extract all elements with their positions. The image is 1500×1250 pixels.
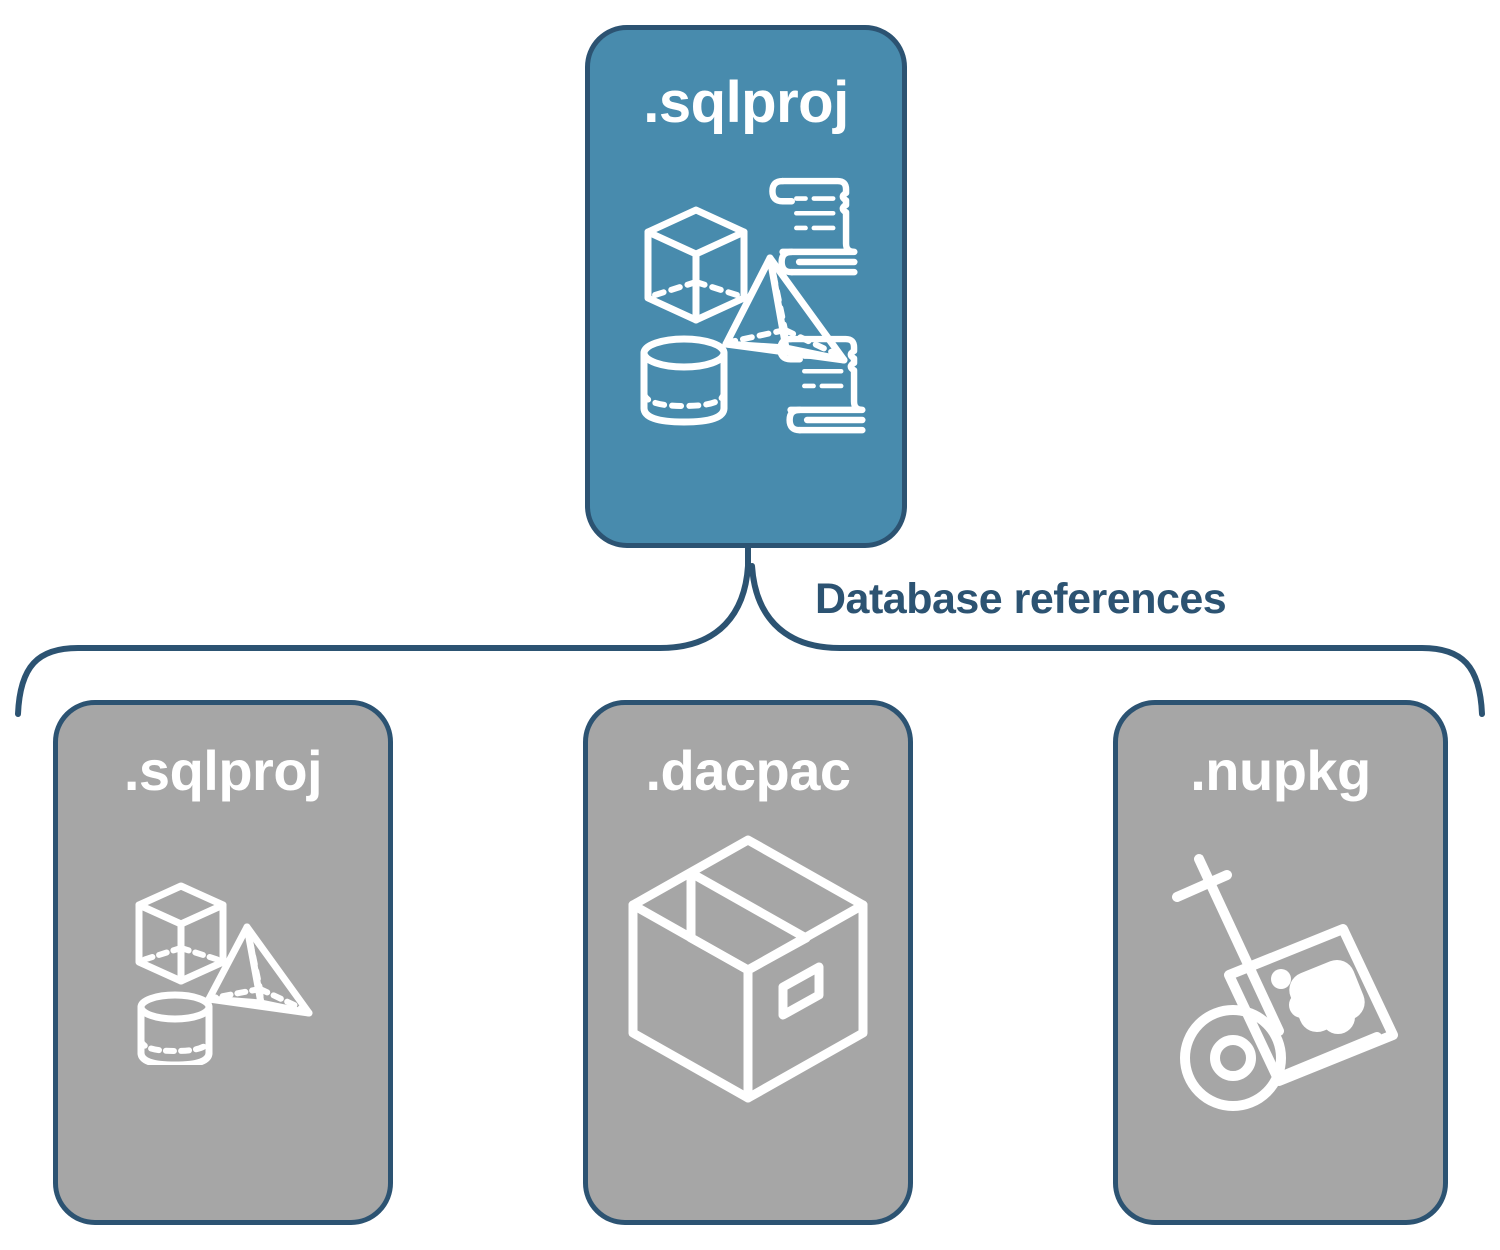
cube-wireframe-icon <box>644 206 748 324</box>
database-objects-icon <box>135 882 313 1065</box>
reference-dacpac-icon-group <box>588 835 908 1105</box>
node-reference-nupkg-label: .nupkg <box>1190 739 1371 802</box>
scroll-script-icon-bottom <box>777 335 866 434</box>
brace-label-database-references: Database references <box>815 575 1227 623</box>
hand-truck-package-icon <box>1171 854 1398 1111</box>
cube-wireframe-icon <box>135 882 227 985</box>
node-reference-nupkg[interactable]: .nupkg <box>1113 700 1448 1225</box>
reference-nupkg-icon-group <box>1118 853 1443 1123</box>
nuget-glyph-icon <box>1270 959 1365 1034</box>
node-reference-sqlproj-label: .sqlproj <box>123 739 323 802</box>
reference-sqlproj-icon-group <box>58 865 388 1065</box>
package-box-icon <box>628 835 868 1103</box>
node-root-sqlproj-label: .sqlproj <box>643 70 849 135</box>
pyramid-wireframe-icon <box>205 923 313 1017</box>
cylinder-wireframe-icon <box>640 335 728 426</box>
cylinder-wireframe-icon <box>137 991 213 1065</box>
node-root-sqlproj[interactable]: .sqlproj <box>585 25 907 548</box>
root-icon-group <box>590 170 902 440</box>
node-reference-dacpac-label: .dacpac <box>645 739 851 802</box>
scroll-script-icon-top <box>769 177 858 276</box>
database-objects-icon <box>640 177 866 434</box>
node-reference-sqlproj[interactable]: .sqlproj <box>53 700 393 1225</box>
node-reference-dacpac[interactable]: .dacpac <box>583 700 913 1225</box>
brace-left-arm <box>15 563 751 717</box>
